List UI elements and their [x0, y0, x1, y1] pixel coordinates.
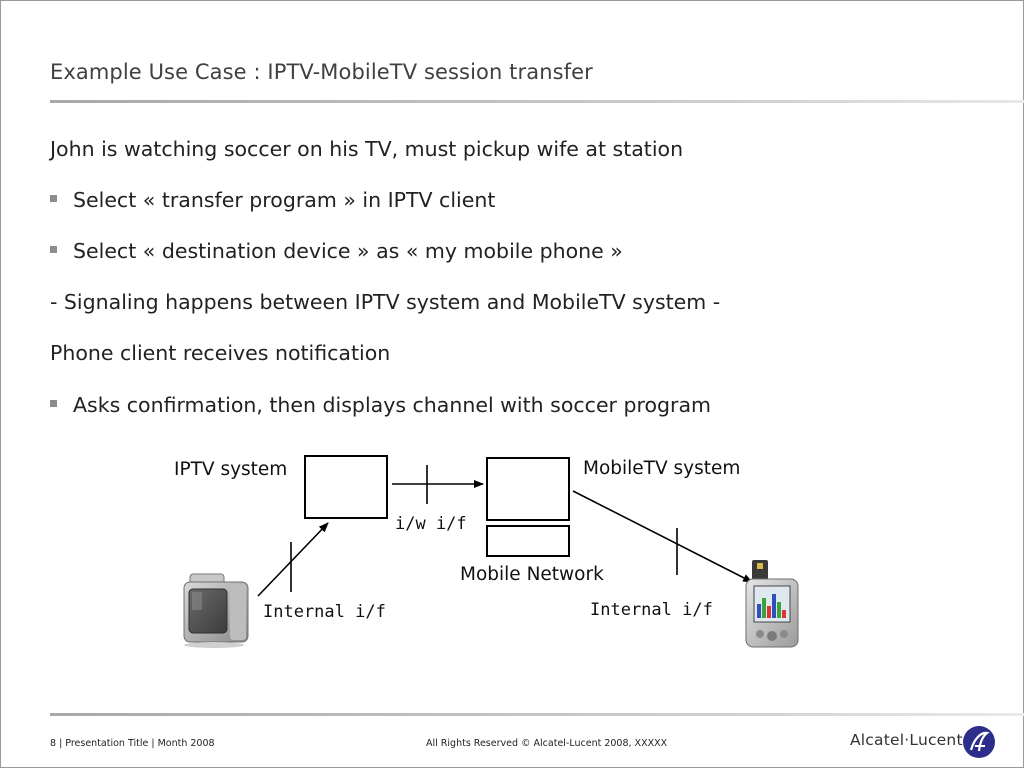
text-line-1: John is watching soccer on his TV, must …: [50, 137, 683, 161]
alcatel-lucent-logo-icon: [963, 726, 995, 758]
bullet-square-icon: [50, 194, 57, 202]
text-line-4-label: - Signaling happens between IPTV system …: [50, 290, 721, 314]
text-line-5-label: Phone client receives notification: [50, 341, 391, 365]
footer-page-info: 8 | Presentation Title | Month 2008: [50, 738, 215, 749]
tv-to-iptv-arrow: [257, 522, 329, 597]
slide-title: Example Use Case : IPTV-MobileTV session…: [50, 60, 593, 84]
bullet-line-6-label: Asks confirmation, then displays channel…: [73, 393, 712, 417]
mobiletv-to-pda-arrow: [572, 490, 753, 583]
iw-interface-label: i/w i/f: [395, 514, 467, 534]
text-line-4: - Signaling happens between IPTV system …: [50, 290, 720, 314]
title-divider: [50, 100, 1024, 103]
bullet-line-2: Select « transfer program » in IPTV clie…: [50, 188, 495, 212]
bullet-line-3: Select « destination device » as « my mo…: [50, 239, 623, 263]
alcatel-lucent-logo-text: Alcatel·Lucent: [850, 731, 963, 749]
bullet-line-2-label: Select « transfer program » in IPTV clie…: [73, 188, 496, 212]
footer-divider: [50, 713, 1024, 716]
text-line-5: Phone client receives notification: [50, 341, 390, 365]
text-line-1-label: John is watching soccer on his TV, must …: [50, 137, 684, 161]
internal-interface-label-left: Internal i/f: [263, 602, 386, 622]
mobiletv-system-box: [486, 457, 570, 521]
footer-rights: All Rights Reserved © Alcatel-Lucent 200…: [426, 738, 668, 749]
mobiletv-system-label: MobileTV system: [583, 458, 741, 479]
iptv-system-box: [304, 455, 388, 519]
internal-interface-label-right: Internal i/f: [590, 600, 713, 620]
tv-icon: [183, 573, 249, 648]
bullet-line-6: Asks confirmation, then displays channel…: [50, 393, 711, 417]
bullet-square-icon: [50, 399, 57, 407]
pda-icon: [745, 560, 799, 648]
iptv-system-label: IPTV system: [174, 459, 288, 480]
bullet-line-3-label: Select « destination device » as « my mo…: [73, 239, 623, 263]
bullet-square-icon: [50, 245, 57, 253]
mobile-network-label: Mobile Network: [460, 564, 604, 585]
mobile-network-box: [486, 525, 570, 557]
